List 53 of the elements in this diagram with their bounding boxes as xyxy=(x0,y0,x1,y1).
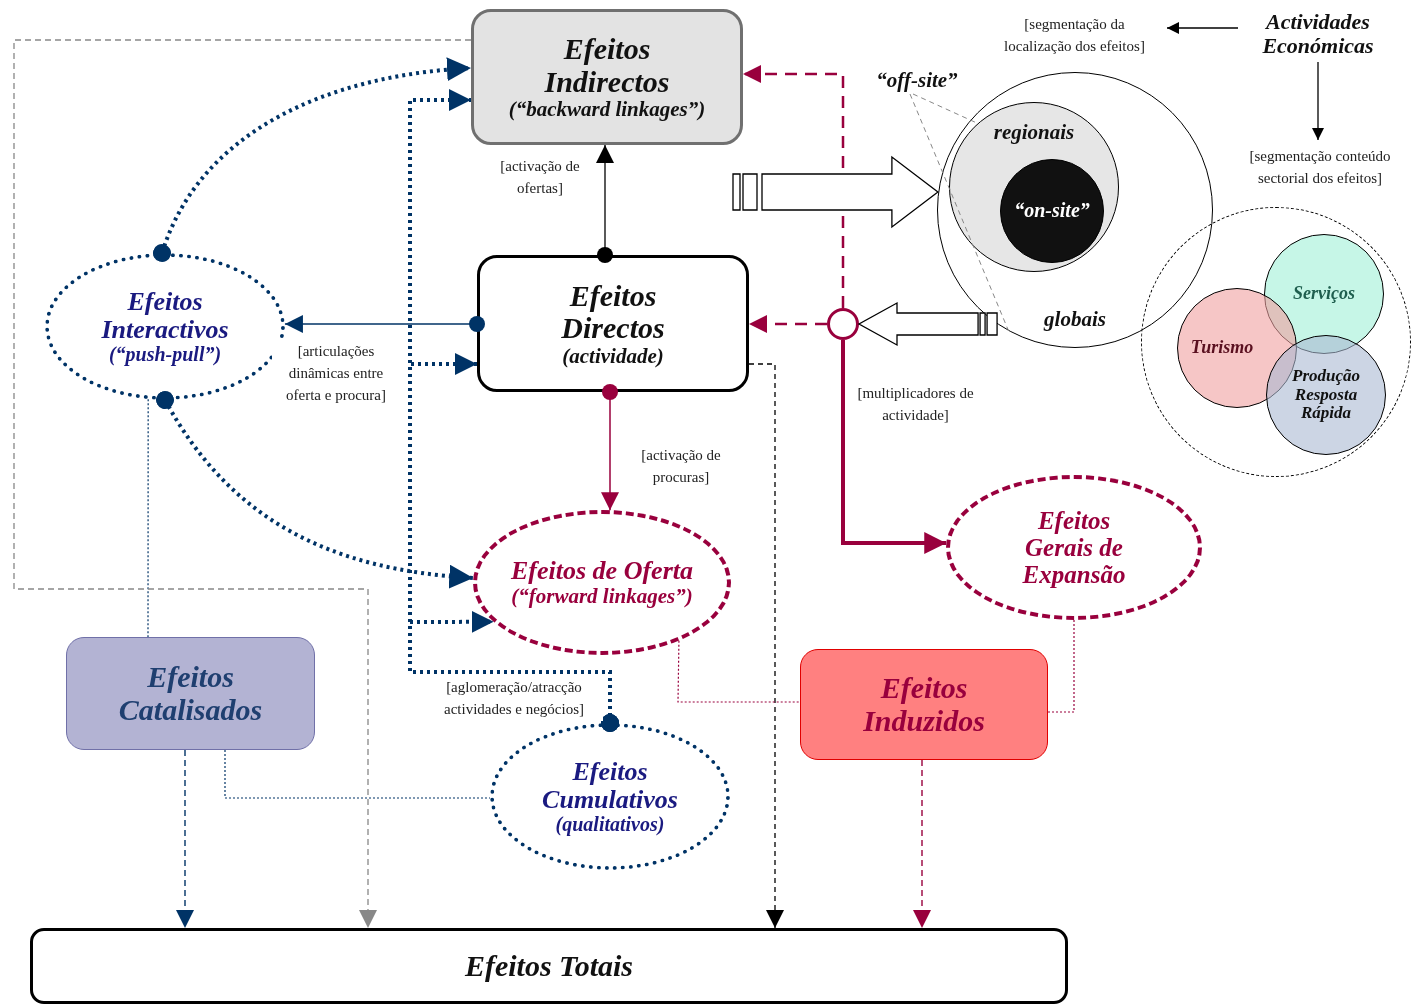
node-subtitle: (“push-pull”) xyxy=(108,343,222,366)
node-label: Efeitos Catalisados xyxy=(117,661,264,726)
node-label: “on-site” xyxy=(1014,200,1090,222)
arrow xyxy=(156,391,474,588)
arrow xyxy=(601,384,619,511)
leader-line xyxy=(912,93,977,124)
node-label: [segmentação da localização dos efeitos] xyxy=(1003,14,1146,56)
process-box xyxy=(471,9,743,145)
leader-line xyxy=(909,93,1010,332)
node-label: Efeitos Gerais de Expansão xyxy=(1021,507,1127,588)
block-arrow xyxy=(857,301,998,347)
connector-line xyxy=(1047,619,1075,713)
node-title: Efeitos Directos xyxy=(560,279,666,345)
node-subtitle: (qualitativos) xyxy=(555,813,665,836)
node-label: [segmentação conteúdo sectorial dos efeitos] xyxy=(1248,146,1392,188)
node-label: Turismo xyxy=(1190,338,1254,358)
node-label: Efeitos Totais xyxy=(464,949,634,983)
connector-line xyxy=(147,398,149,638)
arrow xyxy=(743,65,845,308)
arrow xyxy=(13,39,472,929)
arrow xyxy=(913,759,931,929)
node-subtitle: (actividade) xyxy=(562,344,664,368)
arrow xyxy=(1166,22,1239,34)
arrow xyxy=(596,144,614,263)
arrow xyxy=(153,57,472,262)
node-label: Serviços xyxy=(1293,284,1355,304)
node-label: globais xyxy=(1044,308,1106,331)
node-label: Produção Resposta Rápida xyxy=(1291,367,1361,423)
arrow xyxy=(841,340,947,554)
arrow xyxy=(1312,61,1324,141)
process-box xyxy=(800,649,1048,760)
node-label: Efeitos Induzidos xyxy=(862,672,986,737)
node-label: Actividades Económicas xyxy=(1261,10,1375,58)
node-title: Efeitos Indirectos xyxy=(543,33,671,99)
node-title: Efeitos Interactivos xyxy=(100,287,230,344)
node-title: Efeitos de Oferta xyxy=(511,557,693,586)
node-label: regionais xyxy=(993,121,1075,144)
node-subtitle: (“forward linkages”) xyxy=(511,585,693,608)
arrow xyxy=(284,315,485,333)
connector-line xyxy=(224,749,491,799)
process-box xyxy=(477,255,749,392)
block-arrow xyxy=(732,155,939,229)
node-title: Efeitos Cumulativos xyxy=(541,757,679,814)
node-subtitle: (“backward linkages”) xyxy=(508,98,706,121)
node-label: “off-site” xyxy=(876,68,958,92)
process-box xyxy=(30,928,1068,1004)
arrow xyxy=(176,749,194,929)
junction-circle xyxy=(827,308,859,340)
connector-line xyxy=(677,640,801,703)
arrow xyxy=(749,315,827,333)
arrow xyxy=(408,610,619,732)
process-box xyxy=(66,637,315,750)
arrow xyxy=(748,363,784,929)
